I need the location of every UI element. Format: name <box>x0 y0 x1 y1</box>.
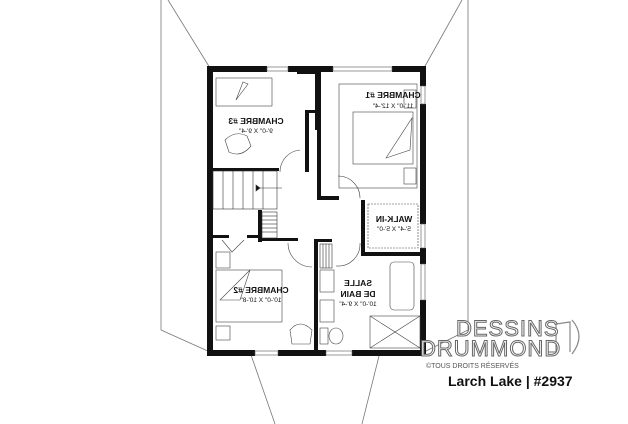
chambre1-label: CHAMBRE #1 <box>365 90 421 100</box>
copyright: ©TOUS DROITS RÉSERVÉS <box>426 363 519 370</box>
logo-line2: DRUMMOND <box>419 336 562 361</box>
logo-line1: DESSINS <box>456 316 560 341</box>
bain-size: 10'-0" X 9'-4" <box>339 301 377 308</box>
logo: DESSINS DRUMMOND ©TOUS DROITS RÉSERVÉS <box>419 316 600 370</box>
drummond-logo-mark <box>548 319 580 355</box>
bain-label-2: DE BAIN <box>341 289 376 299</box>
interior-walls <box>213 70 423 352</box>
bed-chambre1 <box>352 111 414 165</box>
furniture <box>215 77 421 349</box>
shower <box>369 315 421 349</box>
walkin-size: 5'-4" X 5'-0" <box>376 226 411 233</box>
plan-title: Larch Lake | #2937 <box>448 373 573 389</box>
windows <box>254 66 426 356</box>
chambre3-label: CHAMBRE #3 <box>228 116 284 126</box>
bain-label-1: SALLE <box>344 278 372 288</box>
chambre2-label: CHAMBRE #2 <box>233 285 289 295</box>
walkin-label: WALK-IN <box>376 214 412 224</box>
bed-chambre2 <box>215 269 283 323</box>
chair-icon <box>224 133 252 155</box>
bed-chambre3 <box>215 77 273 107</box>
chambre2-size: 10'-0" X 10'-8" <box>240 297 282 304</box>
stairs <box>212 170 333 269</box>
roof-outline <box>160 0 469 424</box>
toilet <box>328 327 344 345</box>
chambre3-size: 9'-0" X 9'-4" <box>238 128 273 135</box>
bathtub <box>389 261 415 311</box>
chambre1-size: 11'-0" X 12'-4" <box>372 103 413 110</box>
rug <box>338 83 418 189</box>
